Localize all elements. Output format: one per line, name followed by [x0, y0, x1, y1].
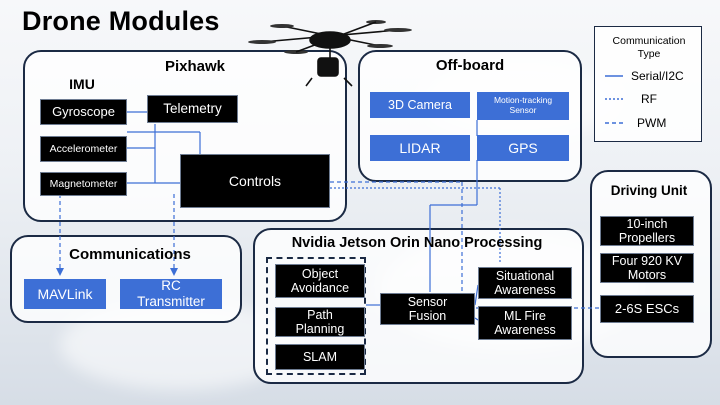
motion-tracking-line1: Motion-tracking [493, 95, 553, 106]
offboard-title: Off-board [435, 57, 505, 74]
link-sf-mlfire [474, 317, 479, 321]
jetson-title: Nvidia Jetson Orin Nano Processing [291, 235, 543, 251]
ml-fire-awareness-block: ML Fire Awareness [478, 306, 572, 340]
path-line1: Path [307, 307, 333, 322]
propellers-block: 10-inch Propellers [600, 216, 694, 246]
controls-block: Controls [180, 154, 330, 208]
legend-title-line2: Type [637, 48, 661, 61]
magnetometer-block: Magnetometer [40, 172, 127, 196]
motors-block: Four 920 KV Motors [600, 253, 694, 283]
page-title: Drone Modules [22, 6, 220, 36]
propellers-line1: 10-inch [626, 216, 668, 231]
legend-title: Communication Type [595, 35, 703, 61]
gps-block: GPS [477, 135, 569, 161]
sensor-fusion-block: Sensor Fusion [380, 293, 475, 325]
rc-line1: RC [161, 278, 181, 294]
rc-line2: Transmitter [137, 294, 205, 309]
legend: Communication Type Serial/I2C RF PWM [594, 26, 702, 142]
communications-title: Communications [69, 246, 191, 263]
object-avoidance-block: Object Avoidance [275, 264, 365, 298]
accelerometer-block: Accelerometer [40, 136, 127, 162]
mlfire-line2: Awareness [494, 323, 556, 337]
motion-tracking-block: Motion-tracking Sensor [477, 92, 569, 120]
jetson-dashed-group [266, 257, 366, 375]
drone-image [248, 20, 412, 87]
motion-tracking-line2: Sensor [509, 105, 537, 115]
telemetry-block: Telemetry [147, 95, 238, 123]
mlfire-line1: ML Fire [504, 308, 546, 323]
link-sf-situational [474, 284, 479, 306]
situational-line1: Situational [495, 268, 555, 283]
mavlink-block: MAVLink [24, 279, 106, 309]
situational-line2: Awareness [494, 283, 556, 297]
rc-transmitter-block: RC Transmitter [120, 278, 222, 309]
motors-line1: Four 920 KV [611, 253, 683, 268]
motors-line2: Motors [627, 268, 667, 282]
situational-awareness-block: Situational Awareness [478, 267, 572, 299]
legend-serial-label: Serial/I2C [631, 69, 684, 83]
slam-block: SLAM [275, 344, 365, 370]
path-line2: Planning [295, 322, 345, 336]
arrow-to-rc [170, 268, 178, 276]
gyroscope-block: Gyroscope [40, 99, 127, 125]
path-planning-block: Path Planning [275, 307, 365, 337]
camera-3d-block: 3D Camera [370, 92, 470, 118]
propellers-line2: Propellers [618, 231, 676, 245]
legend-pwm-label: PWM [637, 116, 667, 130]
pixhawk-title: Pixhawk [164, 58, 226, 75]
lidar-block: LIDAR [370, 135, 470, 161]
driving-unit-title: Driving Unit [610, 183, 688, 198]
legend-rf-label: RF [641, 92, 657, 106]
legend-swatches [605, 75, 623, 124]
sensor-line1: Sensor [407, 294, 448, 309]
object-line2: Avoidance [290, 281, 350, 295]
object-line1: Object [301, 266, 339, 281]
escs-block: 2-6S ESCs [600, 295, 694, 323]
sensor-line2: Fusion [408, 309, 447, 323]
arrow-to-mavlink [56, 268, 64, 276]
imu-label: IMU [69, 76, 95, 92]
legend-title-line1: Communication [612, 35, 686, 47]
